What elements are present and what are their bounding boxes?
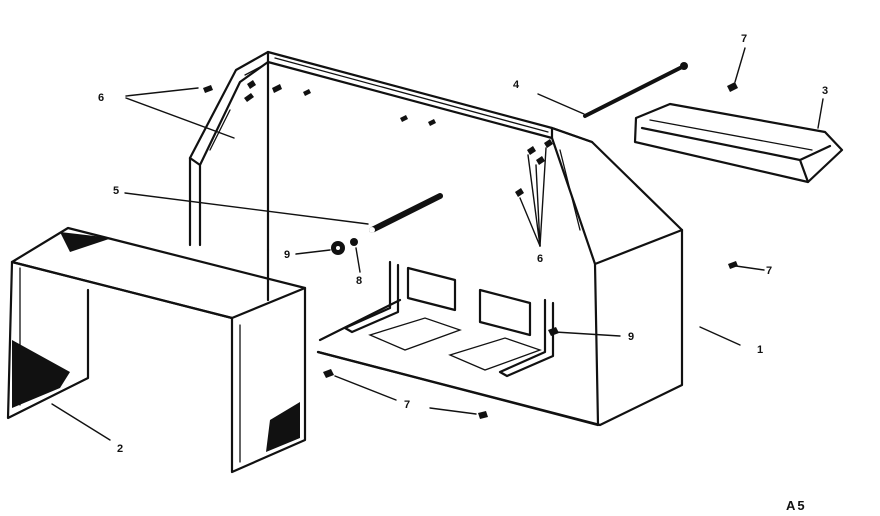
leader-line xyxy=(539,147,547,247)
callout-9-left: 9 xyxy=(284,249,290,261)
screw-icon xyxy=(323,369,334,378)
bracket-channel xyxy=(640,126,832,184)
screw-icon xyxy=(727,82,738,92)
leader-lines xyxy=(51,47,824,441)
cover-part xyxy=(6,226,307,474)
callout-4: 4 xyxy=(513,79,520,91)
cover-shading-left xyxy=(12,340,70,408)
leader-line xyxy=(355,247,361,273)
washer-icon xyxy=(350,238,358,246)
long-rod-part xyxy=(583,62,688,118)
callout-6-right: 6 xyxy=(537,253,543,265)
callout-7-side: 7 xyxy=(766,265,772,277)
bracket-outline xyxy=(633,102,844,184)
screw-icon xyxy=(400,115,408,122)
leader-line xyxy=(295,249,331,255)
screw-icon xyxy=(544,139,553,148)
nut-hole xyxy=(336,246,340,250)
callout-6-left: 6 xyxy=(98,92,104,104)
leader-line xyxy=(554,331,621,337)
top-rail-shading xyxy=(209,57,549,151)
screw-icon xyxy=(515,188,524,197)
callout-3: 3 xyxy=(822,85,828,97)
leader-line xyxy=(51,403,111,441)
screw-icon xyxy=(247,80,256,89)
inner-bracket-right xyxy=(498,298,555,378)
callout-5: 5 xyxy=(113,185,119,197)
housing-part xyxy=(188,50,684,427)
housing-right-end-inner xyxy=(559,149,581,231)
screw-icon xyxy=(303,89,311,96)
nut-icon xyxy=(548,327,559,336)
leader-line xyxy=(429,407,477,415)
leader-line xyxy=(125,87,199,97)
callout-7-bottom: 7 xyxy=(404,399,410,411)
callout-8: 8 xyxy=(356,275,362,287)
cover-outline xyxy=(6,226,307,474)
cover-top-edge xyxy=(10,260,307,320)
back-opening-left xyxy=(406,266,457,312)
leader-line xyxy=(527,154,541,247)
housing-top-rail xyxy=(266,50,554,252)
long-rod xyxy=(583,64,686,118)
leader-line xyxy=(125,97,235,139)
callout-labels: 6 1 2 3 4 5 6 7 7 7 9 9 8 A5 xyxy=(98,33,828,513)
floor-opening-left xyxy=(368,317,462,351)
screw-icon xyxy=(728,261,738,269)
screw-icon xyxy=(478,411,488,419)
short-rod-end xyxy=(369,227,375,233)
back-opening-right xyxy=(478,288,532,337)
housing-base xyxy=(266,248,600,427)
leader-line xyxy=(537,93,585,115)
leader-line xyxy=(699,326,741,346)
screw-icon xyxy=(244,93,254,102)
callout-2: 2 xyxy=(117,443,123,455)
callout-9-right: 9 xyxy=(628,331,634,343)
leader-line xyxy=(334,375,397,401)
leader-line xyxy=(817,98,824,129)
callout-1: 1 xyxy=(757,344,763,356)
leader-line xyxy=(535,164,541,247)
cover-shading-right xyxy=(266,402,300,452)
callout-7-top: 7 xyxy=(741,33,747,45)
screw-icon xyxy=(536,156,545,165)
leader-line xyxy=(734,47,746,83)
screw-icon xyxy=(527,146,536,155)
short-rod-part xyxy=(369,193,443,233)
bracket-inner-lip xyxy=(649,119,813,151)
hardware xyxy=(203,80,738,419)
bracket-part xyxy=(633,102,844,184)
screw-icon xyxy=(203,85,213,93)
housing-left-post xyxy=(188,60,270,247)
screw-icon xyxy=(428,119,436,126)
inner-bracket-left xyxy=(343,260,400,334)
leader-line xyxy=(124,192,369,225)
long-rod-end xyxy=(680,62,688,70)
screw-icon xyxy=(272,84,282,93)
leader-line xyxy=(735,265,765,271)
short-rod xyxy=(369,193,443,233)
diagram-code: A5 xyxy=(786,498,807,513)
housing-right-end xyxy=(550,126,684,427)
floor-opening-right xyxy=(448,337,542,371)
leader-line xyxy=(519,197,541,247)
cover-shading-top xyxy=(60,232,112,252)
